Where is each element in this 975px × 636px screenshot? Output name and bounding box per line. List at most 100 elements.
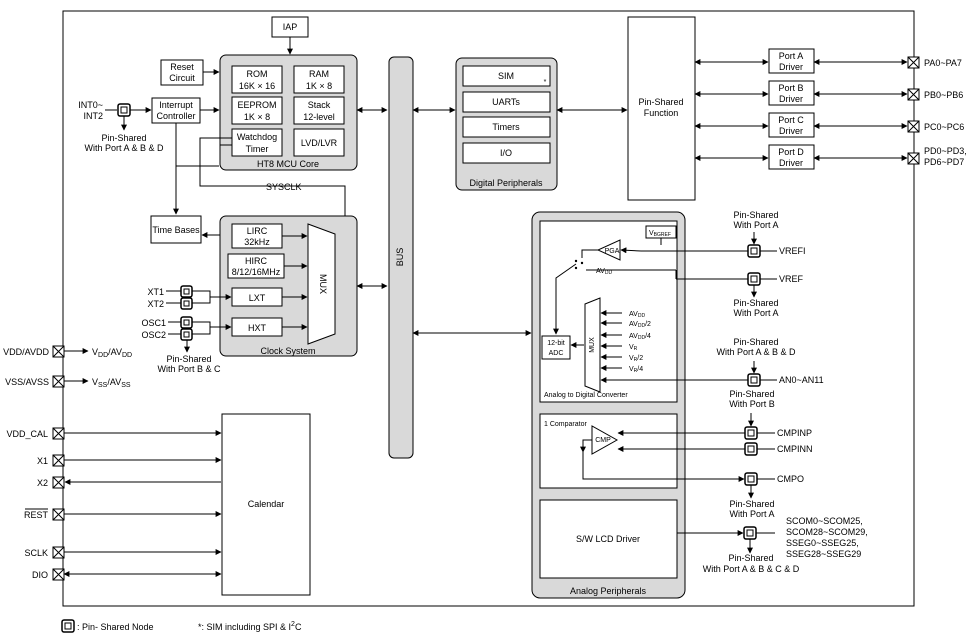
port-d-driver: Port D: [778, 147, 804, 157]
adc-label-2: ADC: [549, 350, 564, 357]
pd-pins: PD0~PD3,: [924, 146, 967, 156]
io-label: I/O: [500, 148, 512, 158]
calendar-pads: [52, 427, 65, 581]
mux-in-avdd-4: AVDD/4: [629, 333, 651, 341]
adc-label: 12-bit: [547, 340, 565, 347]
vref-shared: Pin-Shared: [733, 298, 778, 308]
cmpo-shared: Pin-Shared: [729, 499, 774, 509]
osc1-pin: OSC1: [141, 318, 166, 328]
mux-in-avdd-2: AVDD/2: [629, 321, 651, 329]
eeprom-label: EEPROM: [237, 100, 276, 110]
xt1-pin: XT1: [147, 287, 164, 297]
cmpinp-pin: CMPINP: [777, 428, 812, 438]
pga-label: PGA: [605, 248, 620, 255]
clock-system: LIRC 32kHz HIRC 8/12/16MHz LXT HXT MUX C…: [219, 215, 358, 357]
lcd-pins-3: SSEG0~SSEG25,: [786, 538, 859, 548]
cmpo-shared-2: With Port A: [729, 509, 774, 519]
clock-pin-shared-nodes: [180, 285, 193, 341]
lirc-label: LIRC: [247, 226, 268, 236]
x1-pin: X1: [37, 456, 48, 466]
cmp-label: CMP: [595, 437, 611, 444]
vss-pin: VSS/AVSS: [5, 377, 49, 387]
power-pins: [52, 345, 65, 388]
rom-size: 16K × 16: [239, 81, 275, 91]
lvd-label: LVD/LVR: [301, 138, 338, 148]
iap-block: IAP: [271, 16, 309, 38]
clock-shared-label-2: With Port B & C: [157, 364, 221, 374]
int-pin-label: INT0~: [78, 100, 103, 110]
port-b-driver-2: Driver: [779, 94, 803, 104]
calendar-title: Calendar: [248, 499, 285, 509]
reset-label-2: Circuit: [169, 73, 195, 83]
pin-shared-function: Pin-Shared Function: [627, 16, 696, 201]
osc2-pin: OSC2: [141, 330, 166, 340]
wdt-label: Watchdog: [237, 132, 277, 142]
vrefi-pin: VREFI: [779, 246, 806, 256]
clock-system-title: Clock System: [260, 346, 315, 356]
intc-label-2: Controller: [156, 111, 195, 121]
mcu-core: ROM 16K × 16 RAM 1K × 8 EEPROM 1K × 8 St…: [219, 54, 358, 171]
lcd-label: S/W LCD Driver: [576, 534, 640, 544]
int-shared-label: Pin-Shared: [101, 133, 146, 143]
lirc-freq: 32kHz: [244, 237, 270, 247]
digital-peripherals: SIM * UARTs Timers I/O Digital Periphera…: [455, 57, 558, 191]
port-pads: [907, 56, 920, 165]
time-bases-label: Time Bases: [152, 225, 200, 235]
cmpinn-pin: CMPINN: [777, 444, 813, 454]
system-bus: BUS: [388, 56, 414, 459]
lcd-pins: SCOM0~SCOM25,: [786, 516, 863, 526]
port-d-driver-2: Driver: [779, 158, 803, 168]
vrefi-shared: Pin-Shared: [733, 210, 778, 220]
uarts-label: UARTs: [492, 97, 520, 107]
lcd-shared-2: With Port A & B & C & D: [703, 564, 800, 574]
analog-pin-shared-nodes: [743, 244, 761, 540]
sysclk-label: SYSCLK: [266, 182, 302, 192]
cmpo-pin: CMPO: [777, 474, 804, 484]
lcd-pins-4: SSEG28~SSEG29: [786, 549, 861, 559]
iap-label: IAP: [283, 22, 298, 32]
pc-pins: PC0~PC6: [924, 122, 964, 132]
vref-pin: VREF: [779, 274, 804, 284]
rest-pin: REST: [24, 510, 49, 520]
int-shared-label-2: With Port A & B & D: [84, 143, 164, 153]
mux-in-vr-2: VR/2: [629, 355, 643, 363]
mux-in-avdd: AVDD: [629, 311, 645, 319]
hirc-freq: 8/12/16MHz: [232, 267, 281, 277]
lxt-label: LXT: [249, 293, 266, 303]
ram-label: RAM: [309, 69, 329, 79]
psf-label-2: Function: [644, 108, 679, 118]
digital-title: Digital Peripherals: [469, 178, 543, 188]
lcd-pins-2: SCOM28~SCOM29,: [786, 527, 868, 537]
vss-internal: VSS/AVSS: [92, 377, 131, 389]
hxt-label: HXT: [248, 323, 267, 333]
xt2-pin: XT2: [147, 299, 164, 309]
adc-title: Analog to Digital Converter: [544, 392, 628, 399]
wdt-label-2: Timer: [246, 144, 269, 154]
sclk-pin: SCLK: [24, 548, 48, 558]
ram-size: 1K × 8: [306, 81, 332, 91]
vdd-pin: VDD/AVDD: [3, 347, 49, 357]
dio-pin: DIO: [32, 570, 48, 580]
time-bases: Time Bases: [150, 215, 202, 244]
intc-label: Interrupt: [159, 100, 193, 110]
psf-label: Pin-Shared: [638, 97, 683, 107]
adc-mux-inputs: AVDD AVDD/2 AVDD/4 VR VR/2 VR/4: [600, 310, 651, 374]
port-c-driver-2: Driver: [779, 126, 803, 136]
int-pin-shared-node: [117, 103, 131, 117]
sim-label: SIM: [498, 71, 514, 81]
stack-size: 12-level: [303, 112, 335, 122]
legend-note: *: SIM including SPI & I2C: [198, 621, 302, 632]
port-b-driver: Port B: [778, 83, 803, 93]
comp-title: 1 Comparator: [544, 421, 587, 428]
clock-shared-label: Pin-Shared: [166, 354, 211, 364]
legend: : Pin- Shared Node *: SIM including SPI …: [61, 619, 302, 633]
sim-star: *: [544, 79, 547, 86]
mux-in-vr-4: VR/4: [629, 366, 643, 374]
calendar-block: Calendar: [221, 413, 311, 596]
eeprom-size: 1K × 8: [244, 112, 270, 122]
legend-node-label: : Pin- Shared Node: [77, 622, 154, 632]
mux-in-vr: VR: [629, 344, 638, 352]
pa-pins: PA0~PA7: [924, 58, 962, 68]
analog-title: Analog Peripherals: [570, 586, 647, 596]
reset-label: Reset: [170, 62, 194, 72]
